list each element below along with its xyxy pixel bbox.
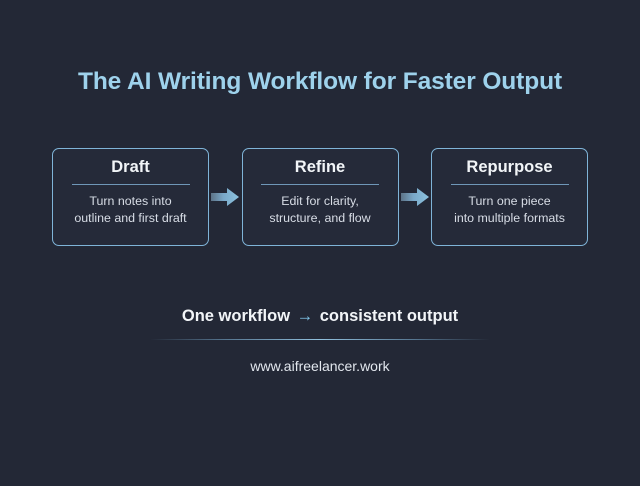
step-description: Edit for clarity, structure, and flow (269, 194, 371, 225)
step-card-draft[interactable]: Draft Turn notes into outline and first … (52, 148, 209, 246)
step-description: Turn one piece into multiple formats (454, 194, 565, 225)
step-divider (261, 184, 379, 185)
step-card-repurpose[interactable]: Repurpose Turn one piece into multiple f… (431, 148, 588, 246)
step-divider (450, 184, 569, 185)
tagline: One workflow → consistent output (0, 307, 640, 326)
tagline-after: consistent output (319, 307, 459, 325)
step-description: Turn notes into outline and first draft (74, 194, 187, 225)
footer-divider (150, 339, 490, 340)
page-title: The AI Writing Workflow for Faster Outpu… (77, 68, 563, 95)
step-title: Refine (294, 158, 346, 176)
step-title: Draft (111, 158, 150, 176)
tagline-before: One workflow (181, 307, 291, 325)
step-card-refine[interactable]: Refine Edit for clarity, structure, and … (241, 148, 399, 246)
step-divider (71, 184, 190, 185)
arrow-right-icon (400, 186, 430, 208)
arrow-right-icon (210, 186, 240, 208)
workflow-flow-row: Draft Turn notes into outline and first … (52, 148, 588, 246)
site-url: www.aifreelancer.work (250, 358, 390, 374)
step-title: Repurpose (466, 158, 553, 176)
arrow-right-glyph-icon: → (296, 307, 314, 325)
